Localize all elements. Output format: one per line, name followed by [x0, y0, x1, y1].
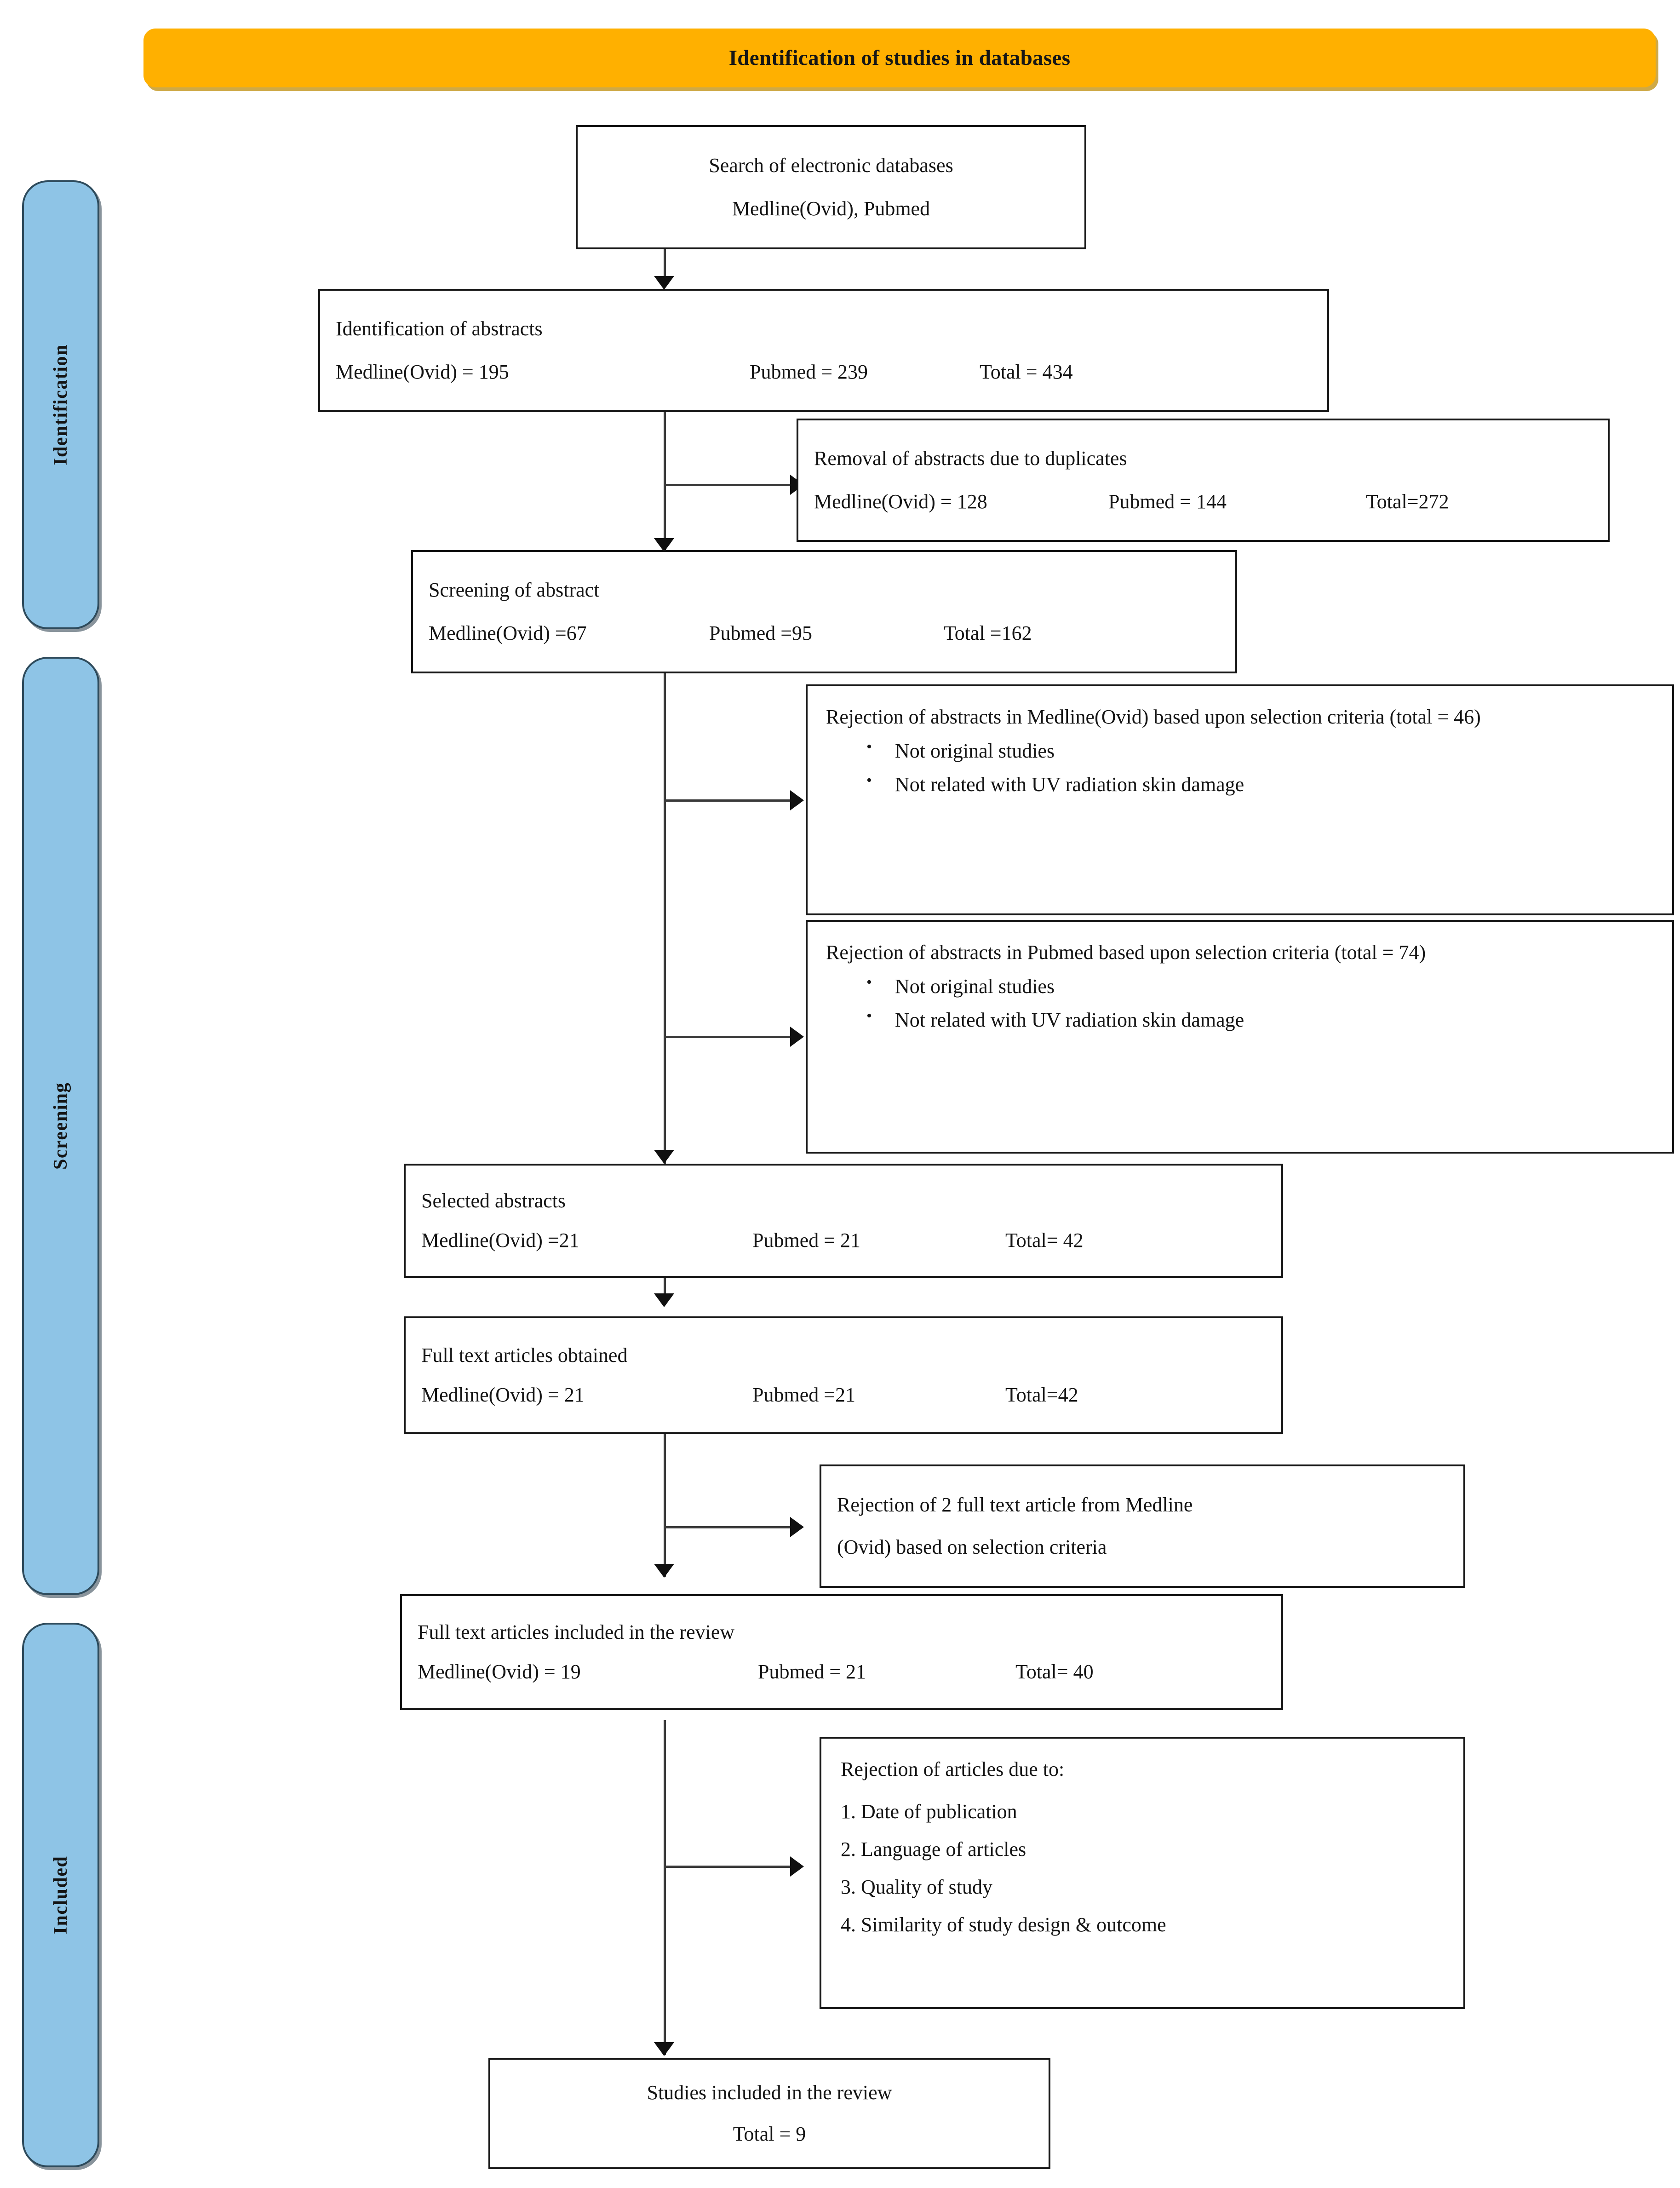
connector-selected-to-fulltext — [664, 1277, 666, 1303]
stage-pill-identification: Identification — [22, 180, 99, 629]
arrow-branch-rejection-medline — [790, 790, 804, 810]
connector-fulltext-to-included — [664, 1434, 666, 1577]
removal-duplicates-medline: Medline(Ovid) = 128 — [814, 490, 987, 513]
connector-branch-rejection-articles — [664, 1866, 802, 1868]
list-item: 3. Quality of study — [841, 1876, 992, 1899]
fulltext-included-title: Full text articles included in the revie… — [418, 1621, 735, 1644]
rejection-medline-title: Rejection of abstracts in Medline(Ovid) … — [826, 706, 1481, 728]
search-line-2: Medline(Ovid), Pubmed — [732, 197, 930, 220]
studies-included-title: Studies included in the review — [647, 2081, 892, 2104]
list-item: Not related with UV radiation skin damag… — [866, 1006, 1654, 1033]
identification-abstracts-medline: Medline(Ovid) = 195 — [336, 361, 509, 383]
identification-abstracts-title: Identification of abstracts — [336, 317, 543, 340]
arrow-search-to-identification — [654, 276, 674, 290]
rejection-pubmed-bullet-list: Not original studies Not related with UV… — [826, 972, 1654, 1033]
selected-abstracts-counts: Medline(Ovid) =21 Pubmed = 21 Total= 42 — [421, 1228, 1266, 1253]
list-item: 4. Similarity of study design & outcome — [841, 1913, 1166, 1936]
removal-duplicates-title: Removal of abstracts due to duplicates — [814, 447, 1127, 470]
connector-included-to-studies — [664, 1720, 666, 2055]
box-identification-abstracts: Identification of abstracts Medline(Ovid… — [318, 289, 1329, 412]
stage-label-screening: Screening — [50, 1082, 71, 1170]
screening-abstract-title: Screening of abstract — [429, 579, 600, 602]
arrow-branch-rejection-pubmed — [790, 1027, 804, 1047]
rejection-medline-bullet-list: Not original studies Not related with UV… — [826, 737, 1654, 798]
screening-abstract-pubmed: Pubmed =95 — [709, 622, 813, 644]
stage-pill-included: Included — [22, 1623, 99, 2167]
box-screening-abstract: Screening of abstract Medline(Ovid) =67 … — [411, 550, 1237, 673]
studies-included-total: Total = 9 — [733, 2123, 806, 2145]
stage-pill-screening: Screening — [22, 657, 99, 1595]
box-selected-abstracts: Selected abstracts Medline(Ovid) =21 Pub… — [404, 1164, 1283, 1278]
identification-abstracts-total: Total = 434 — [980, 361, 1073, 383]
selected-abstracts-medline: Medline(Ovid) =21 — [421, 1229, 579, 1252]
arrow-to-fulltext-included — [654, 1564, 674, 1578]
selected-abstracts-pubmed: Pubmed = 21 — [752, 1229, 861, 1252]
list-item: 1. Date of publication — [841, 1800, 1017, 1823]
connector-branch-rejection-pubmed — [664, 1036, 802, 1038]
fulltext-obtained-medline: Medline(Ovid) = 21 — [421, 1384, 585, 1406]
connector-search-to-identification — [664, 248, 666, 286]
stage-label-included: Included — [50, 1855, 71, 1935]
box-rejection-fulltext: Rejection of 2 full text article from Me… — [820, 1464, 1465, 1588]
rejection-articles-title: Rejection of articles due to: — [841, 1758, 1065, 1780]
screening-abstract-total: Total =162 — [944, 622, 1032, 644]
box-search-databases: Search of electronic databases Medline(O… — [576, 125, 1086, 249]
screening-abstract-medline: Medline(Ovid) =67 — [429, 622, 587, 644]
connector-identification-to-screening — [664, 411, 666, 551]
connector-screening-to-selected — [664, 673, 666, 1165]
arrow-to-studies-included — [654, 2042, 674, 2056]
identification-abstracts-pubmed: Pubmed = 239 — [750, 361, 868, 383]
identification-abstracts-counts: Medline(Ovid) = 195 Pubmed = 239 Total =… — [336, 360, 1312, 385]
fulltext-obtained-counts: Medline(Ovid) = 21 Pubmed =21 Total=42 — [421, 1383, 1266, 1407]
screening-abstract-counts: Medline(Ovid) =67 Pubmed =95 Total =162 — [429, 621, 1220, 646]
connector-branch-rejection-fulltext — [664, 1526, 802, 1528]
arrow-branch-rejection-articles — [790, 1856, 804, 1877]
box-studies-included: Studies included in the review Total = 9 — [488, 2058, 1050, 2169]
arrow-selected-to-fulltext — [654, 1293, 674, 1307]
fulltext-obtained-total: Total=42 — [1005, 1384, 1078, 1406]
arrow-branch-rejection-fulltext — [790, 1517, 804, 1537]
connector-branch-duplicates — [664, 484, 802, 486]
banner-title: Identification of studies in databases — [728, 46, 1071, 70]
list-item: Not related with UV radiation skin damag… — [866, 770, 1654, 798]
rejection-fulltext-line-2: (Ovid) based on selection criteria — [837, 1536, 1107, 1558]
search-line-1: Search of electronic databases — [709, 154, 953, 177]
fulltext-obtained-title: Full text articles obtained — [421, 1344, 628, 1367]
fulltext-included-pubmed: Pubmed = 21 — [758, 1660, 866, 1683]
connector-branch-rejection-medline — [664, 799, 802, 802]
arrow-to-screening-abstract — [654, 538, 674, 552]
box-removal-duplicates: Removal of abstracts due to duplicates M… — [797, 419, 1610, 542]
identification-banner: Identification of studies in databases — [143, 29, 1656, 87]
box-rejection-pubmed: Rejection of abstracts in Pubmed based u… — [806, 920, 1674, 1154]
fulltext-included-counts: Medline(Ovid) = 19 Pubmed = 21 Total= 40 — [418, 1660, 1266, 1684]
list-item: 2. Language of articles — [841, 1838, 1026, 1861]
rejection-fulltext-line-1: Rejection of 2 full text article from Me… — [837, 1493, 1193, 1516]
box-rejection-articles: Rejection of articles due to: 1. Date of… — [820, 1737, 1465, 2009]
rejection-pubmed-title: Rejection of abstracts in Pubmed based u… — [826, 941, 1426, 964]
box-fulltext-obtained: Full text articles obtained Medline(Ovid… — [404, 1316, 1283, 1434]
box-fulltext-included: Full text articles included in the revie… — [400, 1594, 1283, 1710]
stage-label-identification: Identification — [50, 344, 71, 465]
removal-duplicates-counts: Medline(Ovid) = 128 Pubmed = 144 Total=2… — [814, 489, 1592, 514]
selected-abstracts-title: Selected abstracts — [421, 1189, 566, 1212]
list-item: Not original studies — [866, 972, 1654, 999]
rejection-articles-reason-list: 1. Date of publication 2. Language of ar… — [841, 1801, 1444, 1936]
fulltext-included-medline: Medline(Ovid) = 19 — [418, 1660, 581, 1683]
list-item: Not original studies — [866, 737, 1654, 764]
removal-duplicates-total: Total=272 — [1366, 490, 1449, 513]
removal-duplicates-pubmed: Pubmed = 144 — [1108, 490, 1227, 513]
selected-abstracts-total: Total= 42 — [1005, 1229, 1084, 1252]
arrow-to-selected-abstracts — [654, 1150, 674, 1164]
fulltext-included-total: Total= 40 — [1015, 1660, 1094, 1683]
box-rejection-medline: Rejection of abstracts in Medline(Ovid) … — [806, 684, 1674, 915]
fulltext-obtained-pubmed: Pubmed =21 — [752, 1384, 856, 1406]
